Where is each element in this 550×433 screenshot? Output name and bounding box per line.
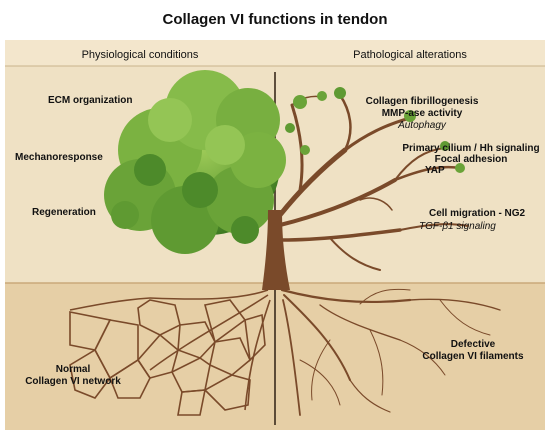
label-regeneration: Regeneration: [32, 207, 96, 218]
label-mechanoresponse: Mechanoresponse: [15, 152, 103, 163]
label-mmp-activity: MMP-ase activity: [382, 108, 463, 119]
header-left: Physiological conditions: [82, 49, 199, 61]
sparse-leaves: [285, 87, 465, 173]
label-focal-adhesion: Focal adhesion: [435, 154, 508, 165]
label-normal: Normal: [56, 364, 91, 375]
healthy-foliage: [104, 70, 286, 254]
label-ecm-organization: ECM organization: [48, 95, 132, 106]
defective-root-branches: [280, 288, 501, 416]
label-cell-migration: Cell migration - NG2: [429, 208, 526, 219]
label-primary-cilium: Primary cilium / Hh signaling: [402, 143, 539, 154]
label-collagen-network: Collagen VI network: [25, 376, 121, 387]
label-yap: YAP: [425, 165, 445, 176]
header-band: [5, 40, 545, 66]
label-fibrillogenesis: Collagen fibrillogenesis: [366, 96, 479, 107]
normal-root-network: [69, 289, 271, 416]
label-defective: Defective: [451, 339, 496, 350]
header-right: Pathological alterations: [353, 49, 467, 61]
tree-trunk: [262, 210, 290, 290]
label-defective-filaments: Collagen VI filaments: [422, 351, 524, 362]
bare-branches: [277, 93, 469, 271]
figure-title: Collagen VI functions in tendon: [163, 11, 388, 28]
label-autophagy: Autophagy: [397, 120, 447, 131]
label-tgf-signaling: TGF-β1 signaling: [419, 221, 496, 232]
